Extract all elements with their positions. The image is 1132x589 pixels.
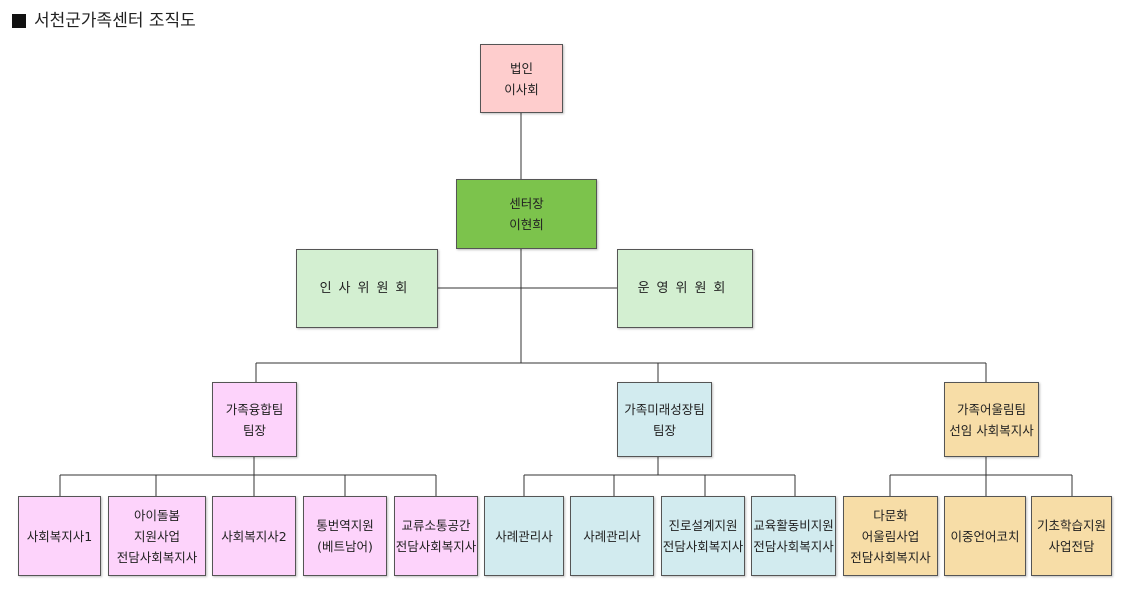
team-harmony-role: 선임 사회복지사 — [949, 422, 1034, 438]
director-name: 이현희 — [509, 217, 544, 232]
staff-label: 교류소통공간 — [401, 518, 471, 533]
board-line1: 법인 — [509, 60, 533, 76]
team-future-name: 가족미래성장팀 — [624, 401, 705, 417]
staff-label: 기초학습지원 — [1036, 518, 1106, 533]
staff-label: 전담사회복지사 — [116, 549, 198, 565]
team-integration-node: 가족융합팀 팀장 — [212, 382, 297, 457]
staff-node: 진로설계지원 전담사회복지사 — [661, 496, 745, 576]
director-node: 센터장 이현희 — [456, 179, 597, 249]
hr-committee-node: 인사위원회 — [296, 249, 438, 328]
staff-node: 다문화 어울림사업 전담사회복지사 — [843, 496, 938, 576]
staff-label: 전담사회복지사 — [395, 539, 477, 554]
staff-label: 사례관리사 — [495, 528, 553, 544]
staff-node: 통번역지원 (베트남어) — [303, 496, 387, 576]
staff-node: 사례관리사 — [570, 496, 654, 576]
team-integration-name: 가족융합팀 — [225, 401, 284, 417]
staff-label: 이중언어코치 — [950, 528, 1020, 544]
staff-label: 지원사업 — [133, 528, 180, 544]
staff-label: 진로설계지원 — [668, 518, 738, 533]
team-future-node: 가족미래성장팀 팀장 — [617, 382, 712, 457]
team-harmony-node: 가족어울림팀 선임 사회복지사 — [944, 382, 1039, 457]
page-title: 서천군가족센터 조직도 — [12, 10, 196, 32]
staff-label: (베트남어) — [317, 539, 373, 554]
team-integration-role: 팀장 — [242, 422, 266, 438]
staff-label: 사회복지사1 — [26, 528, 93, 544]
staff-label: 교육활동비지원 — [753, 518, 834, 533]
board-line2: 이사회 — [504, 81, 539, 97]
staff-label: 전담사회복지사 — [662, 539, 744, 554]
staff-label: 통번역지원 — [316, 518, 374, 533]
staff-label: 다문화 — [873, 507, 908, 523]
team-future-role: 팀장 — [652, 422, 676, 438]
staff-node: 사회복지사2 — [212, 496, 296, 576]
team-harmony-name: 가족어울림팀 — [956, 401, 1026, 417]
director-title: 센터장 — [509, 196, 544, 211]
square-bullet-icon — [12, 14, 26, 28]
staff-label: 어울림사업 — [861, 528, 920, 544]
board-node: 법인 이사회 — [480, 44, 563, 113]
ops-committee-label: 운영위원회 — [637, 281, 733, 296]
staff-label: 아이돌봄 — [133, 507, 180, 523]
page-title-text: 서천군가족센터 조직도 — [34, 11, 196, 31]
hr-committee-label: 인사위원회 — [319, 281, 415, 296]
staff-node: 이중언어코치 — [944, 496, 1026, 576]
staff-node: 교육활동비지원 전담사회복지사 — [751, 496, 836, 576]
staff-node: 교류소통공간 전담사회복지사 — [394, 496, 478, 576]
staff-label: 사회복지사2 — [221, 528, 287, 544]
staff-node: 아이돌봄 지원사업 전담사회복지사 — [108, 496, 206, 576]
staff-node: 사회복지사1 — [18, 496, 101, 576]
staff-label: 사업전담 — [1048, 539, 1095, 554]
staff-node: 사례관리사 — [484, 496, 564, 576]
staff-node: 기초학습지원 사업전담 — [1031, 496, 1112, 576]
staff-label: 전담사회복지사 — [753, 539, 834, 554]
staff-label: 전담사회복지사 — [850, 549, 931, 565]
ops-committee-node: 운영위원회 — [617, 249, 753, 328]
staff-label: 사례관리사 — [583, 528, 641, 544]
